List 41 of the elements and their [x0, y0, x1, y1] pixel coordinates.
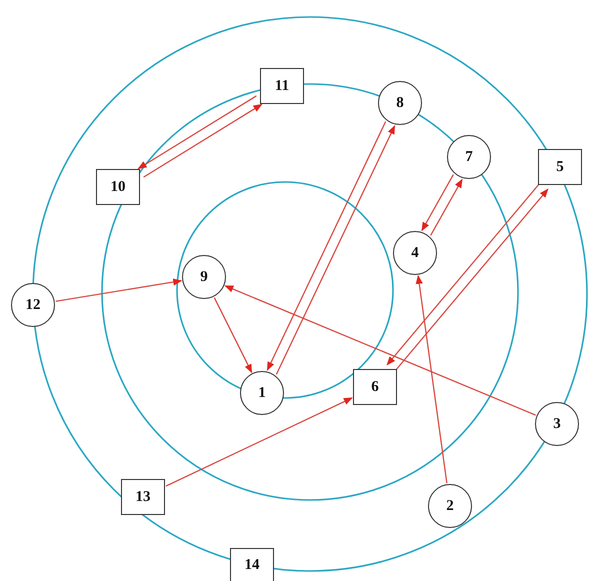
arrow	[166, 397, 353, 487]
node-number: 12	[26, 296, 40, 314]
node-number: 8	[396, 94, 404, 112]
node-number: 5	[556, 158, 564, 176]
arrow	[276, 125, 396, 375]
circle-node	[447, 135, 491, 179]
square-node	[353, 369, 397, 405]
node-number: 13	[136, 488, 150, 506]
arrow	[416, 274, 448, 484]
circle-node	[378, 81, 422, 125]
arrow	[394, 188, 548, 372]
circle-node	[11, 283, 55, 327]
node-number: 3	[553, 416, 561, 432]
square-node	[230, 548, 274, 581]
arrow	[214, 297, 252, 374]
arrow	[224, 285, 536, 416]
square-node	[121, 479, 165, 515]
node-number: 6	[371, 378, 379, 396]
node-number: 7	[465, 148, 473, 166]
square-node	[538, 149, 582, 185]
arrow	[421, 174, 454, 232]
circle-node	[535, 402, 579, 446]
node-number: 9	[200, 268, 208, 286]
arrow	[56, 278, 182, 302]
arrow	[430, 178, 463, 236]
circle-node	[428, 484, 472, 528]
arrow	[138, 95, 257, 170]
circle-node	[182, 255, 226, 299]
node-number: 11	[274, 78, 290, 94]
circle-node	[240, 371, 284, 415]
arrow	[143, 104, 262, 178]
arrow	[386, 182, 541, 366]
node-number: 10	[110, 178, 126, 196]
node-number: 4	[411, 244, 419, 262]
node-number: 1	[258, 384, 266, 402]
node-number: 2	[446, 498, 454, 514]
arrow	[266, 121, 386, 371]
square-node	[260, 68, 304, 104]
circle-node	[393, 231, 437, 275]
node-number: 14	[244, 556, 260, 574]
square-node	[96, 169, 140, 205]
